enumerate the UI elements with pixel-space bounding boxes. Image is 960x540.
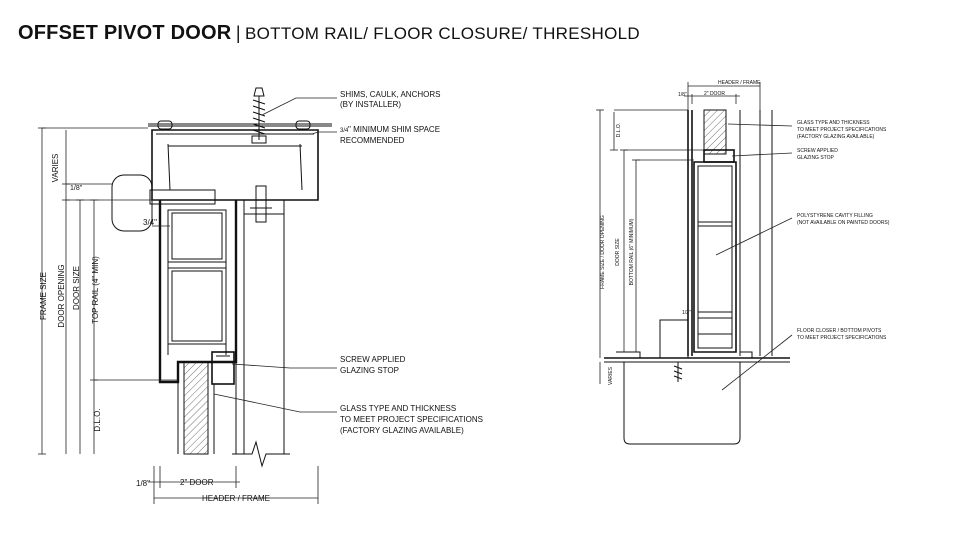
- r-callout-glass-line3: (FACTORY GLAZING AVAILABLE): [797, 134, 875, 140]
- callout-shim-space-line2: RECOMMENDED: [340, 136, 405, 145]
- r-vertical-dimensions: [596, 109, 704, 384]
- dim-header-frame-label: HEADER / FRAME: [202, 494, 270, 503]
- pivot-handle: [111, 174, 153, 232]
- dim-dlo-label: D.L.O.: [93, 408, 102, 431]
- r-dim-header-frame: HEADER / FRAME: [718, 80, 761, 86]
- dim-varies-label: VARIES: [51, 154, 60, 183]
- r-leaders: [715, 123, 793, 391]
- r-dim-frame-size-door-opening: FRAME SIZE / DOOR OPENING: [600, 215, 606, 289]
- callout-shims-line1: SHIMS, CAULK, ANCHORS: [340, 90, 440, 99]
- r-dim-half: 1/2": [682, 310, 691, 316]
- callout-shims-line2: (BY INSTALLER): [340, 100, 401, 109]
- rail-cell-upper: [167, 209, 227, 263]
- callout-shim-space-fraction: 3/4: [340, 128, 349, 134]
- left-horizontal-dimensions: [148, 466, 319, 504]
- left-section-detail: VARIES FRAME SIZE DOOR OPENING DOOR SIZE…: [38, 87, 483, 504]
- callout-glass-line2: TO MEET PROJECT SPECIFICATIONS: [340, 415, 483, 424]
- r-bottom-rail: [693, 161, 737, 353]
- jamb: [235, 200, 285, 454]
- title-subtitle: BOTTOM RAIL/ FLOOR CLOSURE/ THRESHOLD: [245, 24, 640, 43]
- callout-glass-line3: (FACTORY GLAZING AVAILABLE): [340, 426, 464, 435]
- header-frame: [151, 129, 319, 201]
- r-dim-bottom-rail: BOTTOM RAIL (6" MINIMUM): [629, 218, 635, 285]
- dim-frame-size-label: FRAME SIZE: [39, 272, 48, 320]
- r-pivot-block: [697, 317, 733, 335]
- r-dim-eighth: 1/8": [678, 92, 687, 98]
- r-dim-two-inch-door: 2" DOOR: [704, 91, 725, 97]
- r-callout-glass-line1: GLASS TYPE AND THICKNESS: [797, 120, 870, 126]
- dim-bottom-eighth-label: 1/8": [136, 479, 150, 488]
- dim-eighth-label: 1/8": [70, 185, 83, 192]
- door-stile: [158, 200, 238, 384]
- r-callout-stop-line1: SCREW APPLIED: [797, 148, 838, 154]
- r-callout-glass-line2: TO MEET PROJECT SPECIFICATIONS: [797, 127, 887, 133]
- r-glass-top: [703, 109, 727, 155]
- left-vertical-dimensions: [38, 127, 178, 455]
- callout-glazing-stop-line2: GLAZING STOP: [340, 366, 399, 375]
- left-leaders: [213, 97, 337, 413]
- dim-door-opening-label: DOOR OPENING: [57, 264, 66, 327]
- dim-three-quarter-label: 3/4": [143, 218, 157, 227]
- dim-top-rail-label: TOP RAIL (4" MIN): [91, 256, 100, 324]
- title-separator: |: [235, 23, 241, 43]
- dim-door-size-label: DOOR SIZE: [72, 266, 81, 310]
- header-bolt: [255, 185, 267, 223]
- right-section-detail: HEADER / FRAME 2" DOOR 1/8": [596, 80, 890, 445]
- page-title: OFFSET PIVOT DOOR | BOTTOM RAIL/ FLOOR C…: [18, 20, 640, 48]
- r-floor-closer-box: [623, 362, 741, 445]
- callout-glazing-stop-line1: SCREW APPLIED: [340, 355, 406, 364]
- r-anchor-screw-icon: [673, 362, 683, 382]
- r-frame-jamb: [687, 110, 693, 356]
- r-callout-closer-line2: TO MEET PROJECT SPECIFICATIONS: [797, 335, 887, 341]
- r-dim-door-size: DOOR SIZE: [615, 238, 621, 266]
- r-dim-dlo: D.L.O.: [616, 123, 622, 137]
- r-callout-closer-line1: FLOOR CLOSER / BOTTOM PIVOTS: [797, 328, 882, 334]
- title-main: OFFSET PIVOT DOOR: [18, 22, 232, 44]
- callout-glass-line1: GLASS TYPE AND THICKNESS: [340, 404, 456, 413]
- r-callout-filling-line1: POLYSTYRENE CAVITY FILLING: [797, 213, 873, 219]
- rail-cell-lower: [167, 267, 227, 345]
- shim-right: [295, 120, 311, 130]
- callout-shim-space-line1: " MINIMUM SHIM SPACE: [348, 125, 440, 134]
- anchor-screw-icon: [251, 87, 267, 144]
- break-line: [232, 440, 290, 468]
- glass-pane: [183, 361, 209, 455]
- r-dim-varies: VARIES: [608, 366, 614, 385]
- glazing-stop: [211, 351, 235, 385]
- dim-two-inch-door-label: 2" DOOR: [180, 478, 214, 487]
- r-callout-stop-line2: GLAZING STOP: [797, 155, 835, 161]
- shim-left: [157, 120, 173, 130]
- r-callout-filling-line2: (NOT AVAILABLE ON PAINTED DOORS): [797, 220, 890, 226]
